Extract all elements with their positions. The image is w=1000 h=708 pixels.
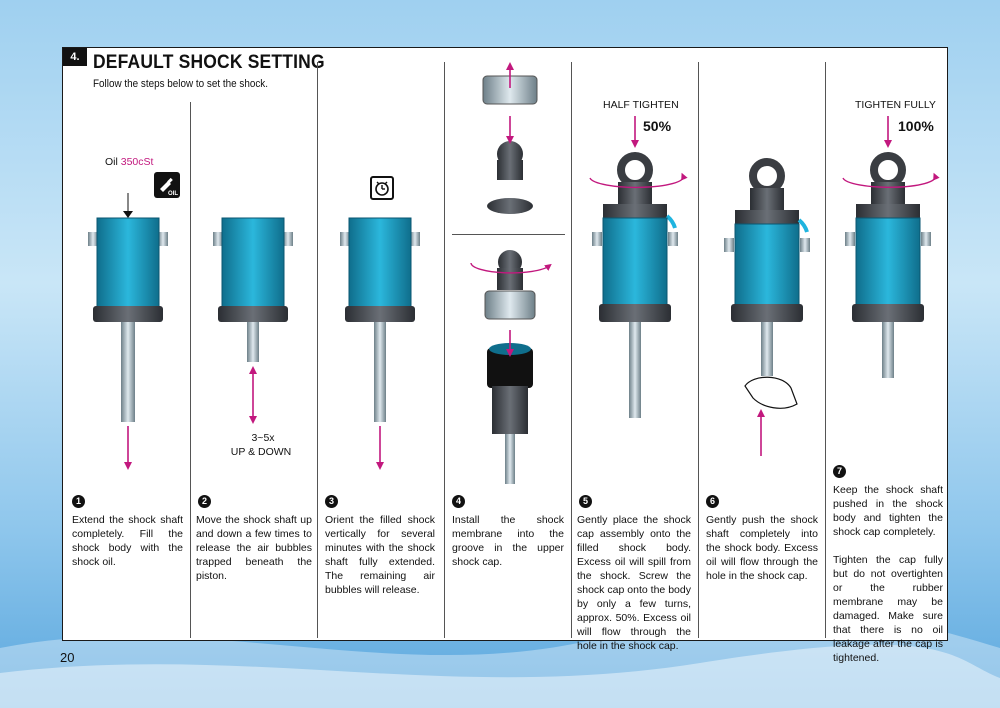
step1-shock: [88, 193, 168, 470]
step2-text: Move the shock shaft up and down a few t…: [196, 514, 312, 582]
tighten-fully-label: TIGHTEN FULLY: [855, 99, 936, 111]
page-title: DEFAULT SHOCK SETTING: [93, 52, 325, 73]
page-subtitle: Follow the steps below to set the shock.: [93, 78, 268, 90]
oil-bottle-icon: OIL: [154, 172, 180, 198]
shock-illustrations: [88, 62, 940, 484]
column-divider: [444, 62, 445, 638]
step7-text: Keep the shock shaft pushed in the shock…: [833, 484, 943, 538]
step6-shock: [724, 158, 810, 456]
step4-text: Install the shock membrane into the groo…: [452, 514, 564, 568]
half-tighten-percent: 50%: [643, 118, 672, 134]
column-divider: [698, 62, 699, 638]
step-number: 5: [579, 495, 592, 508]
column-divider: [190, 102, 191, 638]
step3-text: Orient the filled shock vertically for s…: [325, 514, 435, 596]
step4-divider: [452, 234, 565, 235]
half-tighten-label: HALF TIGHTEN: [603, 99, 679, 111]
step1-text: Extend the shock shaft completely. Fill …: [72, 514, 183, 568]
step-number: 4: [452, 495, 465, 508]
step7-shock: [842, 116, 940, 378]
column-divider: [571, 62, 572, 638]
step5-shock: [589, 116, 688, 418]
column-divider: [317, 62, 318, 638]
section-badge: 4.: [63, 48, 87, 66]
step3-shock: [340, 217, 420, 470]
repeat-action: UP & DOWN: [230, 446, 292, 458]
step5-text: Gently place the shock cap assembly onto…: [577, 514, 691, 652]
tighten-fully-percent: 100%: [898, 118, 934, 134]
step4-assembly: [470, 62, 552, 484]
step-number: 7: [833, 465, 846, 478]
instruction-panel: 4. DEFAULT SHOCK SETTING Follow the step…: [62, 47, 948, 664]
column-divider: [825, 62, 826, 638]
repeat-count: 3~5x: [251, 432, 275, 444]
oil-viscosity: 350cSt: [120, 156, 154, 168]
step-number: 2: [198, 495, 211, 508]
step-number: 6: [706, 495, 719, 508]
page-number: 20: [60, 650, 75, 665]
step6-text: Gently push the shock shaft completely i…: [706, 514, 818, 582]
oil-label: Oil 350cSt: [105, 156, 154, 168]
step-number: 3: [325, 495, 338, 508]
step-number: 1: [72, 495, 85, 508]
step7-note: Tighten the cap fully but do not overtig…: [833, 554, 943, 664]
timer-icon: [370, 176, 394, 200]
step2-shock: [213, 217, 293, 424]
